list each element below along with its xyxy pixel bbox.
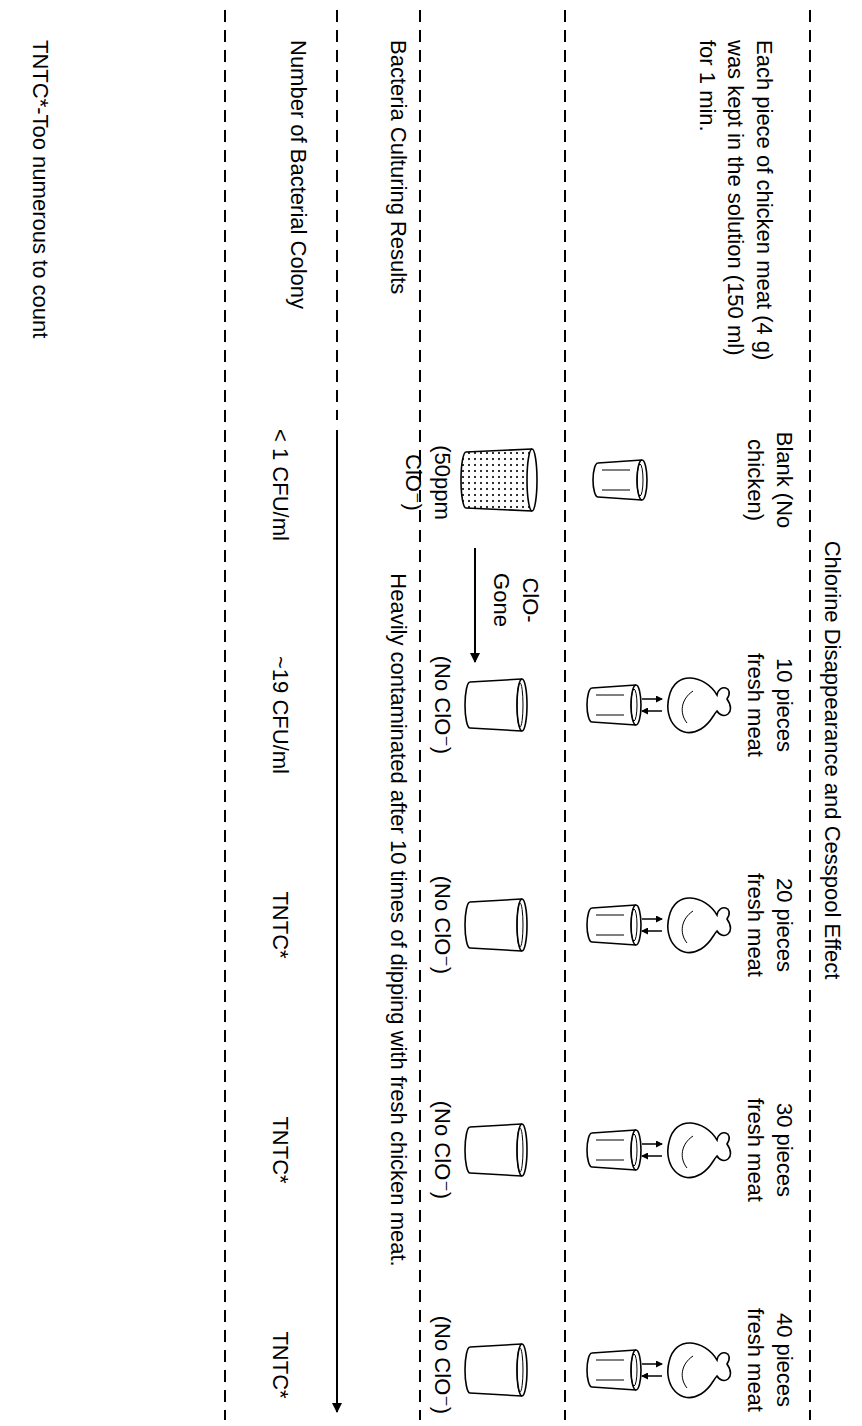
beaker-stripe	[596, 1160, 624, 1161]
beaker-stripe	[596, 935, 624, 936]
empty-beaker	[465, 1124, 522, 1176]
row-label: Each piece of chicken meat (4 g) was kep…	[692, 40, 778, 370]
beaker-rim	[631, 1130, 641, 1170]
chicken-drumstick	[668, 1343, 731, 1398]
beaker-rim	[517, 899, 527, 951]
footnote: TNTC*-Too numerous to count	[25, 40, 54, 440]
diagram-title: Chlorine Disappearance and Cesspool Effe…	[817, 400, 846, 1120]
beaker-stripe	[596, 1360, 624, 1361]
beaker-rim	[527, 449, 537, 511]
dip-arrow	[642, 1363, 662, 1365]
beaker-rim	[637, 464, 643, 496]
chicken-detail	[682, 1136, 693, 1168]
beaker-rim	[631, 689, 637, 721]
beakers-and-chicken	[461, 449, 731, 1398]
colony-count: TNTC*	[265, 860, 294, 990]
column-header: 20 pieces fresh meat	[741, 855, 798, 995]
solution-label: (50ppm ClO⁻)	[399, 415, 456, 550]
solution-fill	[461, 449, 532, 511]
beaker-stripe	[596, 715, 624, 716]
colony-count: TNTC*	[265, 1085, 294, 1215]
column-header: 40 pieces fresh meat	[741, 1300, 798, 1420]
beaker-stripe	[602, 470, 630, 471]
dip-arrow	[642, 1155, 662, 1157]
beaker-rim	[517, 1124, 527, 1176]
beaker-rim	[637, 460, 647, 500]
small-beaker	[587, 1350, 636, 1390]
solution-label: (No ClO⁻)	[427, 860, 456, 990]
chicken-drumstick	[668, 678, 731, 733]
solution-label: (No ClO⁻)	[427, 1085, 456, 1215]
small-beaker	[587, 1130, 636, 1170]
chicken-drumstick	[668, 898, 731, 953]
beaker-rim	[631, 909, 637, 941]
chlorine-beaker	[461, 449, 532, 511]
beaker-stripe	[596, 695, 624, 696]
beaker-rim	[517, 903, 523, 947]
small-beaker	[587, 685, 636, 725]
beaker-rim	[517, 1348, 523, 1392]
solution-label: (No ClO⁻)	[427, 1305, 456, 1425]
dip-arrow	[642, 918, 662, 920]
chicken-drumstick	[668, 1123, 731, 1178]
column-header: 10 pieces fresh meat	[741, 635, 798, 775]
empty-beaker	[465, 679, 522, 731]
column-header: Blank (No chicken)	[741, 415, 798, 545]
beaker-rim	[517, 679, 527, 731]
chicken-detail	[682, 1356, 693, 1388]
beaker-rim	[517, 1344, 527, 1396]
result-note: Heavily contaminated after 10 times of d…	[383, 420, 412, 1420]
colony-count: ~19 CFU/ml	[265, 640, 294, 790]
beaker-rim	[631, 685, 641, 725]
solution-label: (No ClO⁻)	[427, 640, 456, 770]
small-beaker	[593, 460, 642, 500]
divider-lines	[225, 10, 810, 1420]
column-header: 30 pieces fresh meat	[741, 1080, 798, 1220]
dip-arrow	[642, 698, 662, 700]
beaker-stripe	[596, 1140, 624, 1141]
row-label: Number of Bacterial Colony	[283, 40, 312, 340]
colony-count: TNTC*	[265, 1305, 294, 1425]
empty-beaker	[465, 899, 522, 951]
row-label: Bacteria Culturing Results	[383, 40, 412, 340]
beaker-rim	[517, 683, 523, 727]
beaker-rim	[631, 905, 641, 945]
colony-count: < 1 CFU/ml	[265, 415, 294, 555]
dip-arrow	[642, 1143, 662, 1145]
beaker-rim	[631, 1134, 637, 1166]
beaker-rim	[631, 1350, 641, 1390]
beaker-stripe	[596, 1380, 624, 1381]
empty-beaker	[465, 1344, 522, 1396]
dip-arrow	[642, 710, 662, 712]
beaker-stripe	[602, 490, 630, 491]
chicken-detail	[682, 691, 693, 723]
beaker-rim	[517, 1128, 523, 1172]
chicken-detail	[682, 911, 693, 943]
small-beaker	[587, 905, 636, 945]
dip-arrow	[642, 1375, 662, 1377]
beaker-rim	[631, 1354, 637, 1386]
dip-arrow	[642, 930, 662, 932]
beaker-stripe	[596, 915, 624, 916]
arrow-label: ClO- Gone	[487, 550, 544, 650]
